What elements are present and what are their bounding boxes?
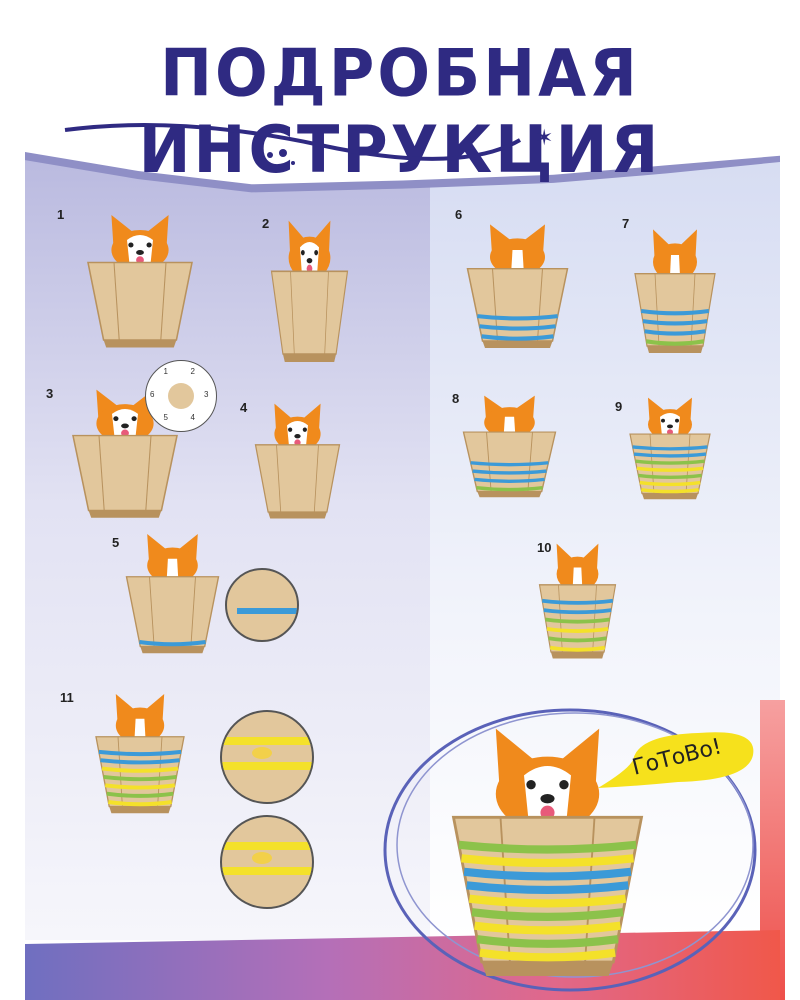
cord-stripe	[640, 308, 710, 316]
cord-stripe	[645, 339, 705, 346]
cord-stripe	[545, 617, 610, 624]
corgi-face	[648, 397, 692, 440]
cord-stripe	[638, 473, 702, 480]
cord-stripe	[640, 488, 700, 494]
cord-stripe	[546, 627, 609, 633]
speech-bubble	[598, 732, 754, 788]
callout-number: 5	[163, 413, 168, 423]
cord-stripe	[642, 319, 708, 326]
cord-stripe	[636, 466, 704, 472]
cord-stripe	[458, 840, 637, 854]
step-8-illustration	[452, 388, 567, 503]
cord-stripe	[139, 640, 206, 647]
corgi-face	[274, 403, 321, 452]
hexagon-base	[168, 383, 194, 409]
cord-stripe	[479, 324, 556, 331]
cord-stripe	[106, 791, 174, 798]
step-number: 9	[615, 399, 623, 414]
cord-stripe	[633, 452, 707, 458]
cord-stripe	[108, 800, 172, 807]
callout-number: 4	[190, 413, 195, 423]
cord-stripe	[644, 329, 706, 336]
corgi-back	[484, 395, 535, 438]
step-3-callout: 1 2 3 4 5 6	[145, 360, 217, 432]
cord-stripe	[476, 935, 619, 948]
step-number: 4	[240, 400, 248, 415]
corgi-face	[495, 728, 600, 832]
callout-number: 2	[190, 366, 195, 376]
cord-stripe	[471, 908, 624, 921]
step-4-illustration	[245, 395, 350, 525]
step-2-illustration	[262, 210, 357, 370]
step-5-illustration	[115, 525, 230, 660]
step-3-illustration	[60, 380, 190, 525]
detail-zoom-circle	[220, 710, 314, 804]
step-number: 10	[537, 540, 552, 555]
cord-stripe	[548, 636, 607, 643]
cord-stripe	[635, 459, 705, 465]
step-number: 5	[112, 535, 120, 550]
step-number: 6	[455, 207, 463, 222]
cord-stripe	[98, 749, 182, 757]
final-basket	[430, 710, 665, 990]
step-number: 8	[452, 391, 460, 406]
cord-stripe	[461, 854, 634, 868]
step-7-illustration	[625, 220, 725, 360]
corgi-back	[490, 224, 545, 276]
step-6-illustration	[455, 215, 580, 355]
cord-stripe	[472, 469, 547, 475]
detail-zoom-circle	[220, 815, 314, 909]
corgi-back	[115, 694, 165, 744]
cord-stripe	[477, 314, 558, 321]
step-10-illustration	[530, 535, 625, 665]
cord-stripe	[479, 948, 616, 962]
corgi-back	[556, 543, 599, 592]
cord-stripe	[474, 921, 621, 935]
cord-stripe	[101, 766, 179, 773]
corgi-back	[147, 534, 198, 584]
swoosh-decoration: ✶	[64, 123, 553, 165]
cord-stripe	[632, 445, 708, 451]
step-number: 11	[60, 690, 74, 705]
corgi-face	[288, 220, 331, 280]
detail-zoom-circle	[225, 568, 299, 642]
decor-band-bottom	[25, 930, 780, 1000]
step-number: 1	[57, 207, 65, 222]
page-title: ПОДРОБНАЯ ИНСТРУКЦИЯ	[138, 34, 662, 188]
cord-stripe	[542, 598, 613, 605]
callout-number: 6	[150, 390, 155, 399]
callout-number: 1	[163, 366, 168, 376]
step-number: 7	[622, 216, 630, 231]
step-1-illustration	[75, 205, 205, 355]
corgi-face	[111, 215, 169, 270]
cord-stripe	[470, 461, 549, 467]
cord-stripe	[104, 783, 176, 790]
star-icon: ✶	[535, 125, 553, 150]
cord-stripe	[481, 334, 554, 341]
final-circle	[383, 708, 757, 992]
cord-stripe	[476, 486, 543, 492]
cord-stripe	[474, 477, 545, 483]
step-number: 3	[46, 386, 54, 401]
header-banner	[25, 0, 780, 185]
callout-number: 3	[204, 390, 209, 399]
step-11-illustration	[85, 685, 195, 820]
cord-stripe	[543, 608, 612, 615]
cord-stripe	[466, 881, 629, 894]
step-9-illustration	[620, 390, 720, 505]
corgi-back	[653, 229, 697, 281]
cord-stripe	[549, 645, 606, 652]
cord-stripe	[468, 894, 627, 908]
cord-stripe	[100, 758, 180, 765]
step-number: 2	[262, 216, 270, 231]
cord-stripe	[639, 480, 701, 487]
cord-stripe	[463, 867, 632, 881]
cord-stripe	[103, 774, 177, 782]
